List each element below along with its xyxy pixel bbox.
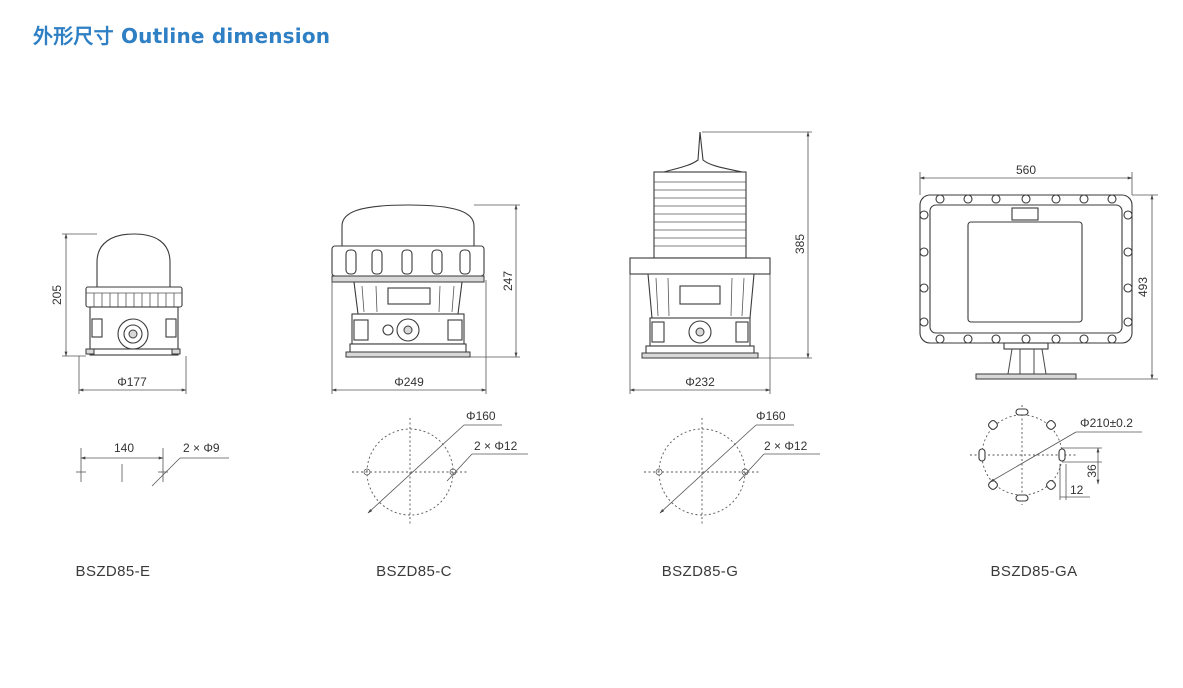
bszd85-ga-slot-width-label: 12 [1070, 483, 1084, 497]
bszd85-c-lamp-drawing [331, 204, 485, 358]
bszd85-ga-mounting-detail: Φ210±0.2 36 12 [970, 405, 1142, 505]
bszd85-e-height-label: 205 [50, 285, 64, 305]
product-bszd85-g: 385 Φ232 Φ160 2 × Φ12 BSZD85-G [629, 131, 820, 580]
bszd85-c-model-label: BSZD85-C [376, 563, 452, 580]
bszd85-g-mounting-detail: Φ160 2 × Φ12 [644, 409, 820, 526]
bszd85-g-pcd-label: Φ160 [756, 409, 786, 423]
product-bszd85-e: 205 Φ177 140 2 × Φ9 BSZD85-E [50, 233, 229, 580]
bszd85-e-lamp-drawing [85, 233, 183, 356]
bszd85-ga-model-label: BSZD85-GA [991, 563, 1078, 580]
bszd85-e-diameter-label: Φ177 [117, 375, 147, 389]
bszd85-g-lamp-drawing [629, 131, 771, 359]
bszd85-ga-pcd-label: Φ210±0.2 [1080, 416, 1133, 430]
bszd85-e-holes-label: 2 × Φ9 [183, 441, 220, 455]
product-bszd85-c: 247 Φ249 Φ160 2 × Φ12 BSZD85-C [331, 204, 528, 580]
bszd85-e-model-label: BSZD85-E [76, 563, 151, 580]
product-bszd85-ga: 560 493 [919, 163, 1158, 580]
bszd85-c-holes-label: 2 × Φ12 [474, 439, 518, 453]
bszd85-e-mounting-detail: 140 2 × Φ9 [76, 441, 229, 487]
bszd85-ga-slot-length-label: 36 [1085, 464, 1099, 478]
bszd85-c-diameter-label: Φ249 [394, 375, 424, 389]
bszd85-g-holes-label: 2 × Φ12 [764, 439, 808, 453]
bszd85-g-model-label: BSZD85-G [662, 563, 739, 580]
bszd85-ga-height-label: 493 [1136, 277, 1150, 297]
bszd85-c-mounting-detail: Φ160 2 × Φ12 [352, 409, 528, 526]
bszd85-c-pcd-label: Φ160 [466, 409, 496, 423]
bszd85-g-diameter-label: Φ232 [685, 375, 715, 389]
bszd85-g-height-label: 385 [793, 234, 807, 254]
bszd85-ga-width-label: 560 [1016, 163, 1036, 177]
page-title: 外形尺寸 Outline dimension [33, 24, 331, 48]
bszd85-e-spacing-label: 140 [114, 441, 134, 455]
bszd85-c-height-label: 247 [501, 271, 515, 291]
bszd85-ga-enclosure-drawing [919, 194, 1133, 380]
